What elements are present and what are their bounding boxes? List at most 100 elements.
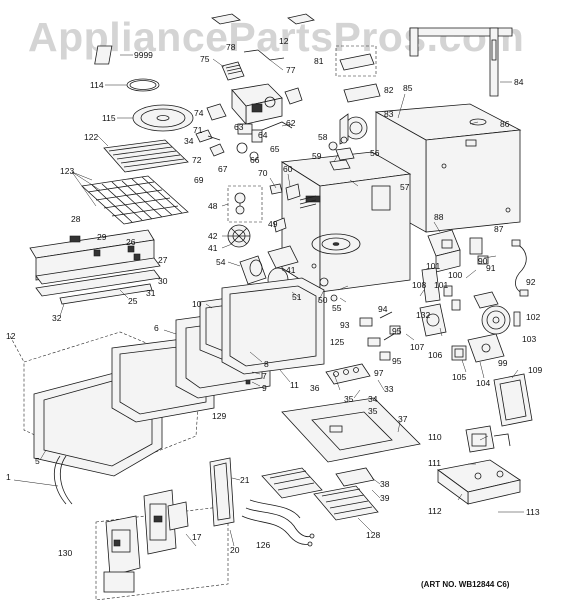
callout-132: 132 [416,310,430,320]
callout-9: 9 [262,383,267,393]
callout-70: 70 [258,168,268,178]
callout-17: 17 [192,532,202,542]
duct-109 [493,373,533,427]
callout-128: 128 [366,530,380,540]
callout-94: 94 [378,304,388,314]
callout-50: 50 [318,295,328,305]
callout-72: 72 [192,155,202,165]
callout-91: 91 [486,263,496,273]
callout-12-door: 12 [6,331,16,341]
door-switches [359,311,401,361]
leader-lines [39,121,524,547]
callout-31: 31 [146,288,156,298]
callout-87: 87 [494,224,504,234]
callout-85: 85 [403,83,413,93]
callout-90: 90 [478,256,488,266]
callout-86: 86 [500,119,510,129]
bottom-plate-37 [281,397,421,463]
transformer-88 [427,229,461,273]
callout-97: 97 [374,368,384,378]
callout-28: 28 [71,214,81,224]
callout-48: 48 [208,201,218,211]
callout-77: 77 [286,65,296,75]
callout-64: 64 [258,130,268,140]
grille-part-75 [212,58,245,81]
callout-101-a: 101 [426,261,440,271]
callout-56: 56 [370,148,380,158]
control-panel-upper [29,229,161,285]
callout-111: 111 [428,458,441,468]
callout-75: 75 [200,54,210,64]
panel-21 [209,457,235,527]
callout-35-a: 35 [344,394,354,404]
roller-ring-42 [227,224,251,248]
callout-57: 57 [400,182,410,192]
callout-105: 105 [452,372,466,382]
callout-32: 32 [52,313,62,323]
grease-filter-127 [261,467,323,499]
callout-82: 82 [384,85,394,95]
callout-42: 42 [208,231,218,241]
callout-101-b: 101 [434,280,448,290]
callout-130: 130 [58,548,72,558]
callout-54: 54 [216,257,226,267]
callout-5: 5 [35,456,40,466]
oven-cavity [280,151,412,293]
callout-51: 51 [292,292,302,302]
fan-103 [473,291,521,335]
capacitor-105 [451,345,467,361]
callout-108: 108 [412,280,426,290]
control-box-frame [95,505,229,600]
callout-36: 36 [310,383,320,393]
callout-102: 102 [526,312,540,322]
callout-41-b: 41 [286,265,296,275]
callout-69: 69 [194,175,204,185]
wire-part-77 [243,49,285,71]
grease-filter-assembly [335,45,381,103]
callout-112: 112 [428,506,442,516]
wire-harness-126 [241,499,315,547]
callout-21: 21 [240,475,250,485]
callout-126: 126 [256,540,270,550]
callout-20: 20 [230,545,240,555]
glass-turntable [117,104,194,132]
callout-59: 59 [312,151,322,161]
charcoal-filter-38 [335,467,375,487]
turntable-motor-48 [227,185,263,223]
callout-114: 114 [90,80,104,90]
bracket-90-91 [469,237,489,265]
door-seal-125 [221,277,325,375]
callout-9999: 9999 [134,50,153,60]
callout-71: 71 [193,125,203,135]
callout-65: 65 [270,144,280,154]
callout-35-b: 35 [368,406,378,416]
blower-wheel [328,113,368,151]
callout-8: 8 [264,359,269,369]
callout-123: 123 [60,166,74,176]
callout-88: 88 [434,212,444,222]
callout-37: 37 [398,414,408,424]
callout-84: 84 [514,77,524,87]
callout-33: 33 [384,384,394,394]
callout-115: 115 [102,113,116,123]
callout-104: 104 [476,378,490,388]
callout-113: 113 [526,507,540,517]
callout-10: 10 [192,299,202,309]
callout-12-top: 12 [279,36,289,46]
callout-83: 83 [384,109,394,119]
callout-107: 107 [410,342,424,352]
callout-26: 26 [126,237,136,247]
callout-67: 67 [218,164,228,174]
callout-106: 106 [428,350,442,360]
bracket-74 [206,103,227,121]
vent-grille-59 [335,136,355,161]
light-board-36 [325,363,371,385]
parts-99-104 [467,333,505,363]
turntable-ring [105,78,160,92]
callout-122: 122 [84,132,98,142]
callout-95-b: 95 [392,356,402,366]
callout-34-bottom: 34 [368,394,378,404]
callout-6: 6 [154,323,159,333]
callout-100: 100 [448,270,462,280]
